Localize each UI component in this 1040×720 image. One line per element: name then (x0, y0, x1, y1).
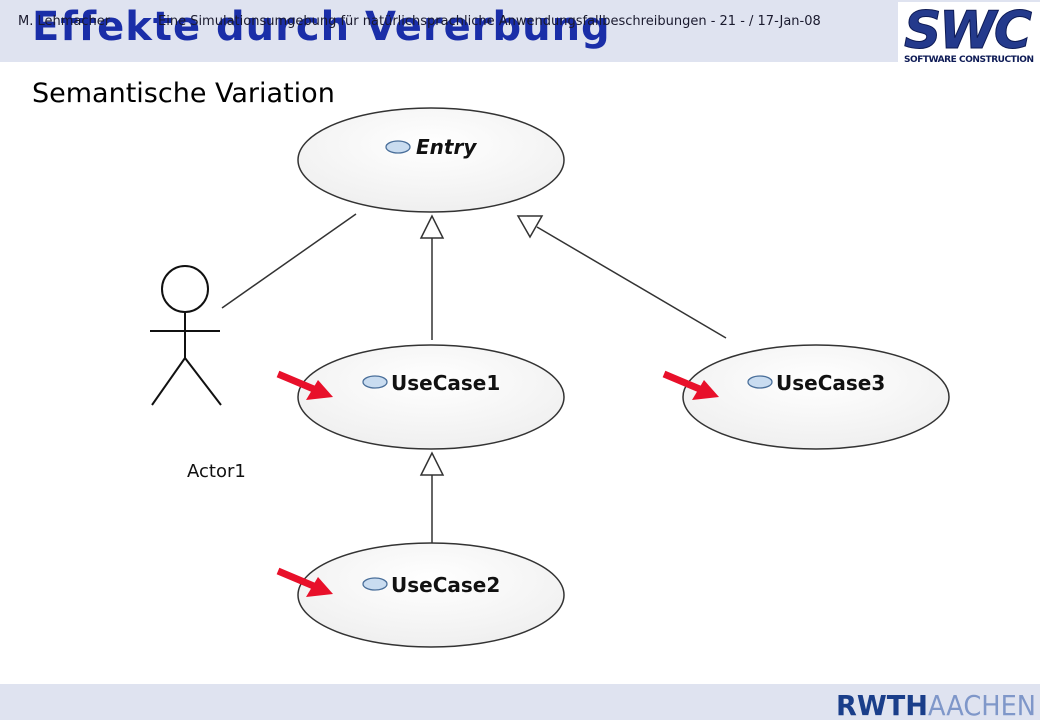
rwth-text: RWTH (836, 689, 928, 720)
use-case-2-label: UseCase2 (391, 573, 500, 597)
actor-stick-figure (150, 265, 222, 406)
highlight-arrow-uc1 (276, 370, 333, 400)
use-case-entry: Entry (297, 107, 565, 213)
generalization-arrowhead-uc1 (419, 214, 445, 239)
use-case-1: UseCase1 (297, 344, 565, 450)
rwth-aachen-logo: RWTH AACHEN (836, 689, 1036, 720)
logo-main-text: SWC (904, 2, 1032, 61)
use-case-3-label: UseCase3 (776, 371, 885, 395)
footer-author: M. Lehmacher (18, 14, 111, 29)
generalization-arrowhead-uc3 (516, 215, 544, 239)
generalization-uc3-entry (536, 226, 727, 339)
use-case-diagram: Entry UseCase1 UseCase3 UseCase2 Actor1 (150, 107, 950, 648)
use-case-1-label: UseCase1 (391, 371, 500, 395)
highlight-arrow-uc3 (662, 370, 719, 400)
actor-label: Actor1 (187, 461, 246, 482)
logo-sub-text: SOFTWARE CONSTRUCTION (904, 55, 1034, 65)
footer-bar (0, 684, 1040, 720)
footer-text: Eine Simulationsumgebung für natürlichsp… (158, 14, 821, 29)
aachen-text: AACHEN (928, 689, 1036, 720)
highlight-arrow-uc2 (276, 567, 333, 597)
slide-title: Effekte durch Vererbung (32, 4, 611, 50)
title-bar (0, 0, 1040, 62)
generalization-arrowhead-uc2 (419, 451, 445, 476)
use-case-icon (362, 577, 388, 591)
swc-logo: SWC SOFTWARE CONSTRUCTION (898, 2, 1040, 66)
use-case-icon (747, 375, 773, 389)
actor-association-line (221, 213, 357, 309)
use-case-entry-label: Entry (416, 135, 477, 159)
slide-subtitle: Semantische Variation (32, 78, 335, 109)
use-case-icon (362, 375, 388, 389)
use-case-2: UseCase2 (297, 542, 565, 648)
use-case-3: UseCase3 (682, 344, 950, 450)
use-case-icon (385, 140, 411, 154)
